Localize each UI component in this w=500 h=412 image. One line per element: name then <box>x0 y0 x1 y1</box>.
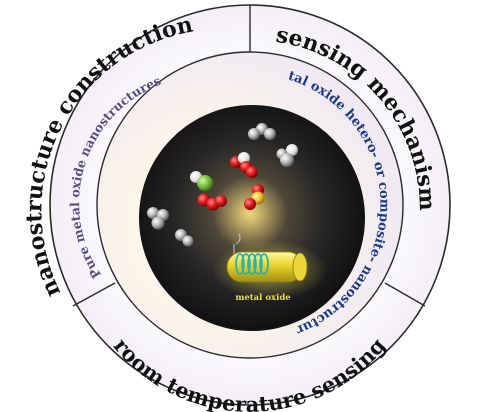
molecule-gray-lower <box>175 229 194 247</box>
metal-oxide-sensor-element: metal oxide <box>212 233 328 303</box>
molecule-formaldehyde <box>230 152 258 178</box>
molecule-ozone <box>197 193 227 211</box>
molecule-sulfur-dioxide <box>244 184 265 210</box>
divider-left <box>72 282 116 307</box>
molecule-ammonia-right <box>276 144 298 167</box>
heating-coil <box>235 253 269 275</box>
molecule-water-top-right <box>248 123 276 140</box>
molecule-methane-left <box>147 207 169 230</box>
molecule-chlorine-gas <box>190 171 213 191</box>
metal-oxide-label: metal oxide <box>235 293 291 303</box>
divider-right <box>384 282 426 307</box>
